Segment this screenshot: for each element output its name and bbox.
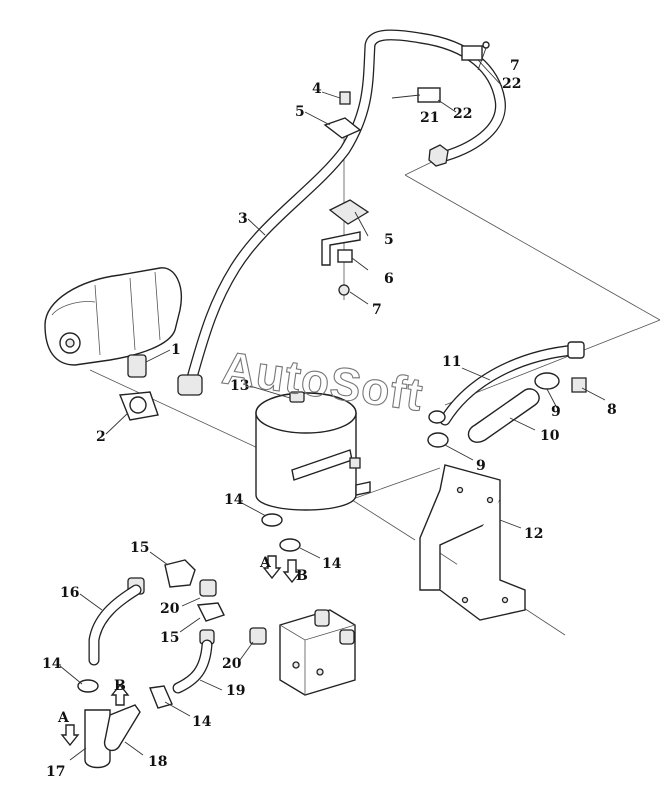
flow-marks: A B B A [57, 555, 308, 726]
callout-15-upper: 15 [130, 540, 149, 556]
callout-6: 6 [384, 271, 394, 287]
pipe-clamp-assembly [391, 41, 490, 167]
callout-11: 11 [442, 354, 461, 370]
callout-16: 16 [60, 585, 79, 601]
lower-hoses [60, 679, 173, 769]
tank-mount-stack [321, 91, 370, 296]
flow-mark-a-upper: A [259, 555, 272, 571]
callout-9-left: 9 [476, 458, 486, 474]
callout-12: 12 [524, 526, 543, 542]
callout-13: 13 [230, 378, 249, 394]
leader-lines [59, 47, 606, 761]
callout-14-upper: 14 [224, 492, 244, 508]
callout-8: 8 [607, 402, 617, 418]
callout-3: 3 [238, 211, 248, 227]
return-pipe-fitting [177, 374, 203, 396]
callout-21: 21 [420, 110, 439, 126]
callout-1: 1 [171, 342, 181, 358]
flow-mark-b-lower: B [114, 678, 126, 694]
callout-14-left: 14 [42, 656, 62, 672]
callout-5-upper: 5 [295, 104, 305, 120]
callout-20-upper: 20 [160, 601, 180, 617]
pump-fittings [119, 354, 159, 421]
callout-22-left: 22 [453, 106, 472, 122]
flow-mark-b-upper: B [296, 568, 308, 584]
tank-outlet-clamps [261, 513, 302, 584]
callout-18: 18 [148, 754, 167, 770]
callout-22-right: 22 [502, 76, 521, 92]
hydraulic-pump [44, 267, 182, 366]
callout-15-lower: 15 [160, 630, 179, 646]
callout-7-upper: 7 [510, 58, 520, 74]
suction-line [427, 341, 587, 448]
callout-2: 2 [96, 429, 106, 445]
callout-5-lower: 5 [384, 232, 394, 248]
callout-9-right: 9 [551, 404, 561, 420]
callout-20-lower: 20 [222, 656, 242, 672]
hydraulic-tank [255, 391, 371, 511]
callout-14-bottom: 14 [192, 714, 212, 730]
tank-bracket [419, 464, 526, 621]
callout-4: 4 [312, 81, 322, 97]
callout-19: 19 [226, 683, 245, 699]
callout-14-tank: 14 [322, 556, 342, 572]
flow-mark-a-lower: A [57, 710, 70, 726]
callout-17: 17 [46, 764, 65, 780]
return-pipe [184, 29, 506, 391]
callout-10: 10 [540, 428, 560, 444]
callout-labels: 1 2 3 4 5 5 6 7 7 22 21 22 11 8 9 10 9 1… [42, 58, 617, 780]
valve-assembly [88, 559, 356, 696]
callout-7-lower: 7 [372, 302, 382, 318]
